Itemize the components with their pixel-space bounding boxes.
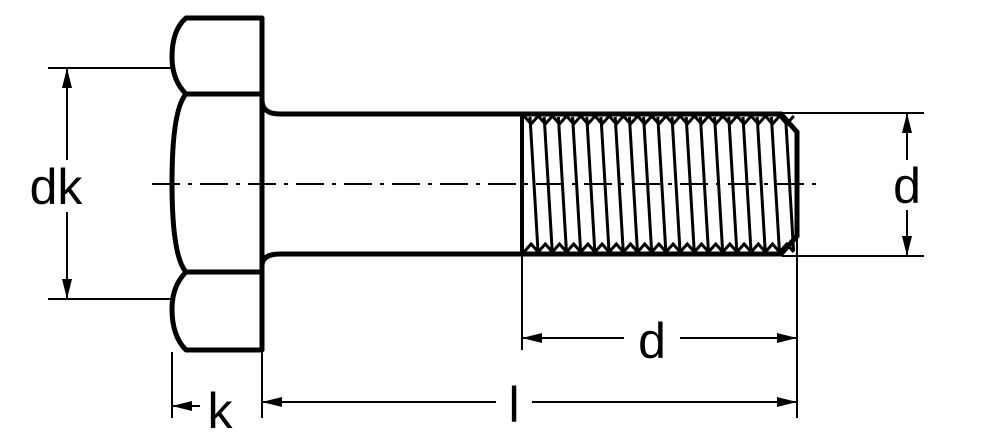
thread-line <box>755 116 767 252</box>
thread-line <box>571 116 583 252</box>
thread-crest <box>522 113 795 127</box>
dimension-dk <box>48 67 172 300</box>
thread-line <box>613 116 625 252</box>
label-k: k <box>208 383 234 438</box>
thread-line <box>769 116 781 252</box>
label-dk: dk <box>30 159 84 215</box>
bolt-shank <box>259 99 522 267</box>
label-d-thread: d <box>638 313 666 369</box>
thread-line <box>656 116 668 252</box>
thread-crest <box>522 241 795 255</box>
thread-line <box>670 116 682 252</box>
label-d-right: d <box>893 158 921 214</box>
extension-lines <box>171 238 798 418</box>
thread-line <box>528 116 540 252</box>
dimension-d-right <box>778 112 924 257</box>
label-l: l <box>508 377 519 433</box>
